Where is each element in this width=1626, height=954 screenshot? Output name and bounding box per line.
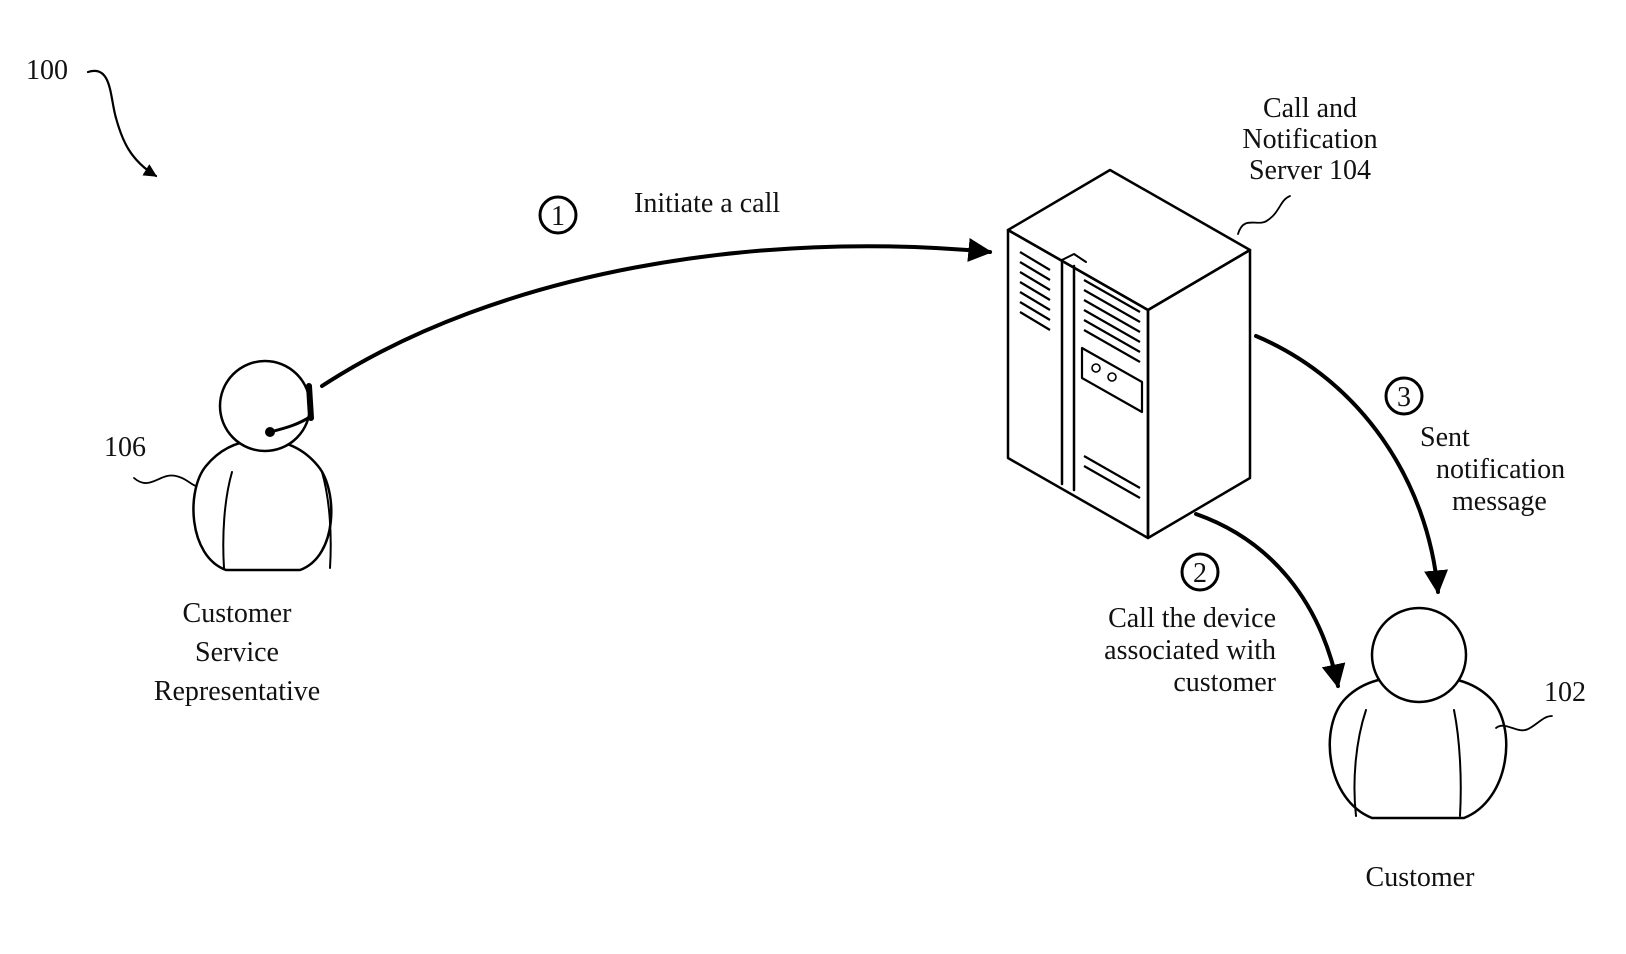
- representative-label-line-2: Service: [195, 637, 279, 668]
- server-icon: [1006, 168, 1252, 540]
- figure-reference-leader-arrow: [86, 69, 158, 178]
- step-2-label-line-3: customer: [1173, 667, 1276, 698]
- step-2-arrow: [1194, 512, 1346, 689]
- step-2-label-line-1: Call the device: [1108, 603, 1276, 634]
- customer-icon: [1328, 606, 1508, 820]
- representative-label-line-1: Customer: [183, 598, 293, 629]
- server-label-line-1: Call and: [1263, 93, 1357, 124]
- step-1-label: Initiate a call: [634, 188, 780, 219]
- step-2-marker: [1180, 552, 1220, 592]
- customer-leader-line: [1495, 715, 1553, 732]
- step-1-marker: [538, 195, 578, 235]
- representative-reference-number: 106: [104, 432, 146, 463]
- step-3-number: 3: [1397, 382, 1411, 413]
- step-1-number: 1: [551, 201, 565, 232]
- representative-label-line-3: Representative: [154, 676, 320, 707]
- step-3-arrow: [1254, 334, 1449, 595]
- customer-label: Customer: [1366, 862, 1476, 893]
- representative-icon: [192, 359, 333, 572]
- step-3-label-line-2: notification: [1436, 454, 1565, 485]
- representative-leader-line: [133, 474, 197, 487]
- step-3-marker: [1384, 376, 1424, 416]
- figure-reference-number: 100: [26, 55, 68, 86]
- server-label-line-3: Server 104: [1249, 155, 1371, 186]
- step-3-label-line-3: message: [1452, 486, 1547, 517]
- server-label-line-2: Notification: [1242, 124, 1377, 155]
- step-2-number: 2: [1193, 558, 1207, 589]
- customer-reference-number: 102: [1544, 677, 1586, 708]
- server-leader-line: [1237, 195, 1291, 235]
- step-3-label-line-1: Sent: [1420, 422, 1470, 453]
- step-1-arrow: [320, 238, 993, 388]
- step-2-label-line-2: associated with: [1104, 635, 1276, 666]
